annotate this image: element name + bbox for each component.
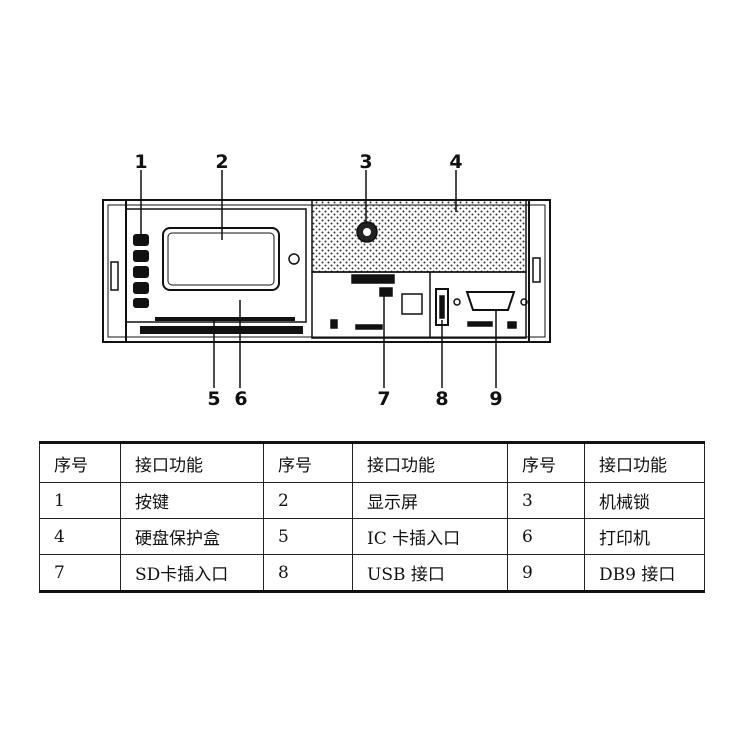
table-cell: 9 xyxy=(507,554,585,592)
table-cell: 8 xyxy=(263,554,353,592)
table-header-cell: 接口功能 xyxy=(120,442,264,483)
table-header-cell: 接口功能 xyxy=(584,442,705,483)
table-cell: 4 xyxy=(39,518,121,555)
table-cell: 2 xyxy=(263,482,353,519)
hdd-box xyxy=(311,199,527,273)
table-cell: 硬盘保护盒 xyxy=(120,518,264,555)
callout-7: 7 xyxy=(377,388,390,410)
table-cell: IC 卡插入口 xyxy=(352,518,508,555)
table-header-cell: 接口功能 xyxy=(352,442,508,483)
lower-ports-area xyxy=(311,271,528,339)
table-cell: USB 接口 xyxy=(352,554,508,592)
callout-3: 3 xyxy=(359,151,372,173)
callout-labels: 1 2 3 4 5 6 7 8 9 xyxy=(134,151,502,410)
leader-lines xyxy=(140,170,497,388)
table-cell: 显示屏 xyxy=(352,482,508,519)
sd-card-slot xyxy=(351,274,395,284)
callout-4: 4 xyxy=(449,151,462,173)
table-cell: 按键 xyxy=(120,482,264,519)
table-header-cell: 序号 xyxy=(263,442,353,483)
table-row: 1 按键 2 显示屏 3 机械锁 xyxy=(39,482,705,519)
table-cell: 1 xyxy=(39,482,121,519)
callout-6: 6 xyxy=(234,388,247,410)
table-cell: 打印机 xyxy=(584,518,705,555)
table-header-row: 序号 接口功能 序号 接口功能 序号 接口功能 xyxy=(39,442,705,483)
callout-9: 9 xyxy=(489,388,502,410)
callout-8: 8 xyxy=(435,388,448,410)
interface-legend-table: 序号 接口功能 序号 接口功能 序号 接口功能 1 按键 2 显示屏 3 机械锁… xyxy=(39,441,705,593)
table-cell: 7 xyxy=(39,554,121,592)
table-row: 4 硬盘保护盒 5 IC 卡插入口 6 打印机 xyxy=(39,518,705,555)
db9-port xyxy=(465,291,516,311)
screw xyxy=(288,253,300,265)
printer-slot xyxy=(155,317,295,321)
table-cell: 5 xyxy=(263,518,353,555)
table-cell: 机械锁 xyxy=(584,482,705,519)
table-header-cell: 序号 xyxy=(39,442,121,483)
callout-1: 1 xyxy=(134,151,147,173)
table-cell: SD卡插入口 xyxy=(120,554,264,592)
callout-2: 2 xyxy=(215,151,228,173)
callout-5: 5 xyxy=(207,388,220,410)
display-screen xyxy=(162,227,280,291)
table-cell: 3 xyxy=(507,482,585,519)
table-header-cell: 序号 xyxy=(507,442,585,483)
left-module xyxy=(125,208,307,334)
device-front-panel-diagram: 1 2 3 4 5 6 7 8 9 xyxy=(102,151,551,410)
table-row: 7 SD卡插入口 8 USB 接口 9 DB9 接口 xyxy=(39,554,705,592)
table-cell: DB9 接口 xyxy=(584,554,705,592)
table-cell: 6 xyxy=(507,518,585,555)
key-buttons xyxy=(133,234,149,308)
